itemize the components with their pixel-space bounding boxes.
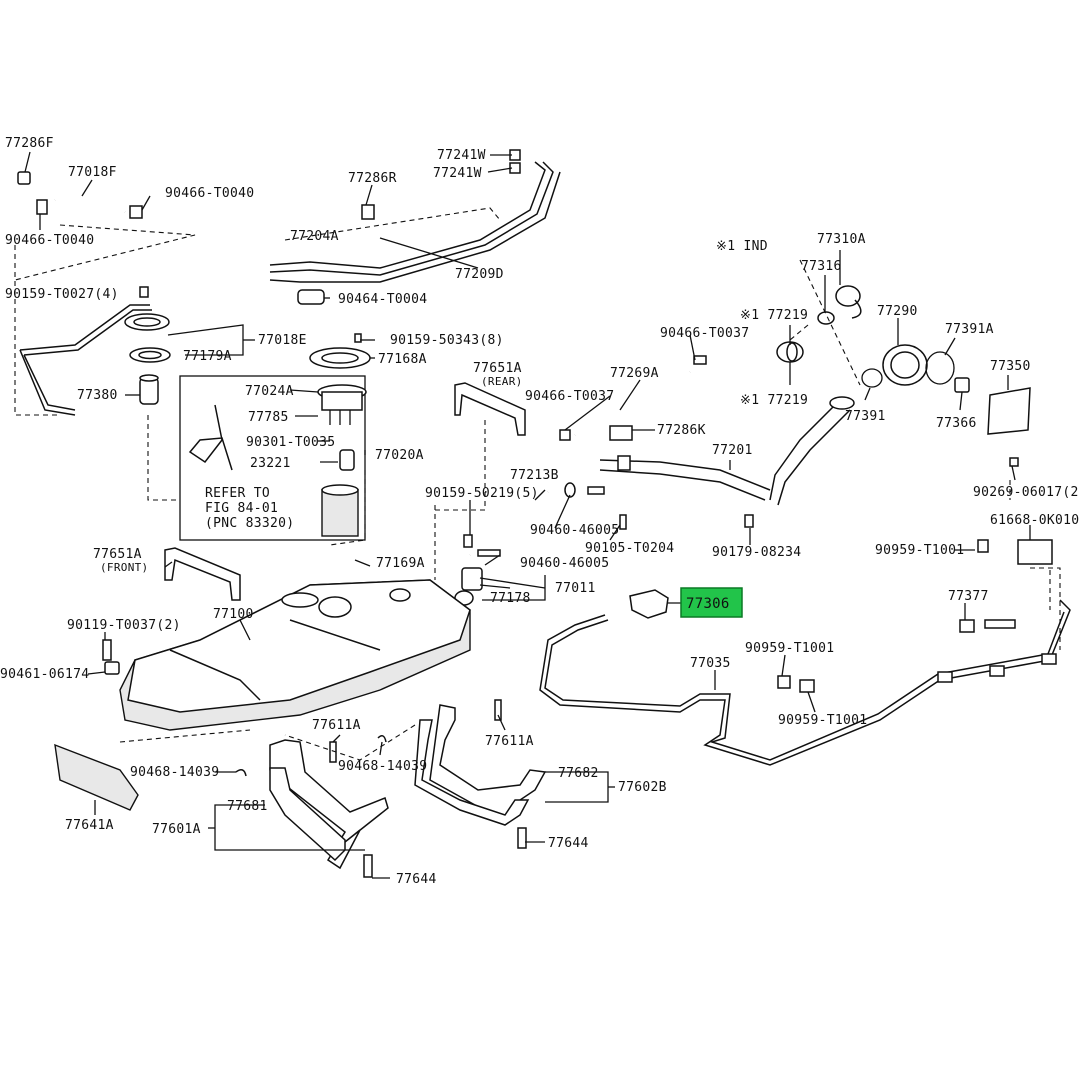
label-77018E: 77018E: [258, 333, 307, 348]
label-77179A: 77179A: [183, 349, 232, 364]
label-90466-T0037: 90466-T0037: [525, 389, 614, 404]
label-77611A: 77611A: [485, 734, 534, 749]
label-90105-T0204: 90105-T0204: [585, 541, 674, 556]
label-77178: 77178: [490, 591, 531, 606]
label-77785: 77785: [248, 410, 289, 425]
label-90159-50343: 90159-50343(8): [390, 333, 504, 348]
label-77209D: 77209D: [455, 267, 504, 282]
label-90159-T0027: 90159-T0027(4): [5, 287, 119, 302]
label-77241W: 77241W: [433, 166, 482, 181]
label-90464-T0004: 90464-T0004: [338, 292, 427, 307]
label-77219: ※1 77219: [740, 308, 808, 323]
fuel-pump-box: [179, 375, 367, 541]
label-77682: 77682: [558, 766, 599, 781]
label-77651A-rear: 77651A: [473, 361, 522, 376]
label-77681: 77681: [227, 799, 268, 814]
fuel-lines-group: [269, 149, 561, 305]
label-77391: 77391: [845, 409, 886, 424]
label-90959-T1001: 90959-T1001: [745, 641, 834, 656]
label-77201: 77201: [712, 443, 753, 458]
label-77018F: 77018F: [68, 165, 117, 180]
label-77316: 77316: [801, 259, 842, 274]
vent-hose-group: [14, 171, 196, 416]
label-90301-T0035: 90301-T0035: [246, 435, 335, 450]
dashed-guides: [119, 259, 1051, 761]
label-front: (FRONT): [100, 561, 148, 574]
sender-components: [124, 313, 371, 405]
label-77020A: 77020A: [375, 448, 424, 463]
label-pnc: (PNC 83320): [205, 516, 294, 531]
part-number-labels: 77286F 77018F 90466-T0040 90466-T0040 77…: [0, 136, 1080, 887]
label-77035: 77035: [690, 656, 731, 671]
label-77290: 77290: [877, 304, 918, 319]
label-77286F: 77286F: [5, 136, 54, 151]
fuel-tank: [119, 579, 471, 731]
filler-components: [454, 285, 1053, 606]
label-77601A: 77601A: [152, 822, 201, 837]
canister-components: [539, 480, 1071, 766]
label-90468-14039: 90468-14039: [130, 765, 219, 780]
label-77269A: 77269A: [610, 366, 659, 381]
label-90468-14039: 90468-14039: [338, 759, 427, 774]
label-90179-08234: 90179-08234: [712, 545, 801, 560]
label-77310A: 77310A: [817, 232, 866, 247]
label-77366: 77366: [936, 416, 977, 431]
label-90119-T0037: 90119-T0037(2): [67, 618, 181, 633]
label-90959-T1001: 90959-T1001: [875, 543, 964, 558]
label-90466-T0040: 90466-T0040: [165, 186, 254, 201]
label-23221: 23221: [250, 456, 291, 471]
leader-lines: [24, 151, 1031, 879]
label-90466-T0037: 90466-T0037: [660, 326, 749, 341]
label-77286K: 77286K: [657, 423, 706, 438]
label-77219: ※1 77219: [740, 393, 808, 408]
label-90461-06174: 90461-06174: [0, 667, 89, 682]
label-90466-T0040: 90466-T0040: [5, 233, 94, 248]
label-77286R: 77286R: [348, 171, 397, 186]
label-77100: 77100: [213, 607, 254, 622]
label-61668-0K010: 61668-0K010: [990, 513, 1079, 528]
label-77380: 77380: [77, 388, 118, 403]
label-77641A: 77641A: [65, 818, 114, 833]
label-77391A: 77391A: [945, 322, 994, 337]
label-77024A: 77024A: [245, 384, 294, 399]
label-90460-46005: 90460-46005: [520, 556, 609, 571]
label-refer-to: REFER TO: [205, 486, 270, 501]
label-90159-50219: 90159-50219(5): [425, 486, 539, 501]
label-77011: 77011: [555, 581, 596, 596]
label-77602B: 77602B: [618, 780, 667, 795]
label-90460-46005: 90460-46005: [530, 523, 619, 538]
label-77377: 77377: [948, 589, 989, 604]
label-77168A: 77168A: [378, 352, 427, 367]
highlight-77306-box: [680, 587, 743, 618]
label-77644: 77644: [396, 872, 437, 887]
label-fig: FIG 84-01: [205, 501, 278, 516]
label-77644: 77644: [548, 836, 589, 851]
label-77204A: 77204A: [290, 229, 339, 244]
label-77213B: 77213B: [510, 468, 559, 483]
label-77350: 77350: [990, 359, 1031, 374]
label-ind-note: ※1 IND: [716, 239, 768, 254]
label-77651A-front: 77651A: [93, 547, 142, 562]
label-77169A: 77169A: [376, 556, 425, 571]
label-77306: 77306: [686, 596, 730, 612]
label-77241W: 77241W: [437, 148, 486, 163]
label-90959-T1001: 90959-T1001: [778, 713, 867, 728]
label-90269-06017: 90269-06017(2): [973, 485, 1080, 500]
label-rear: (REAR): [481, 375, 523, 388]
label-77611A: 77611A: [312, 718, 361, 733]
